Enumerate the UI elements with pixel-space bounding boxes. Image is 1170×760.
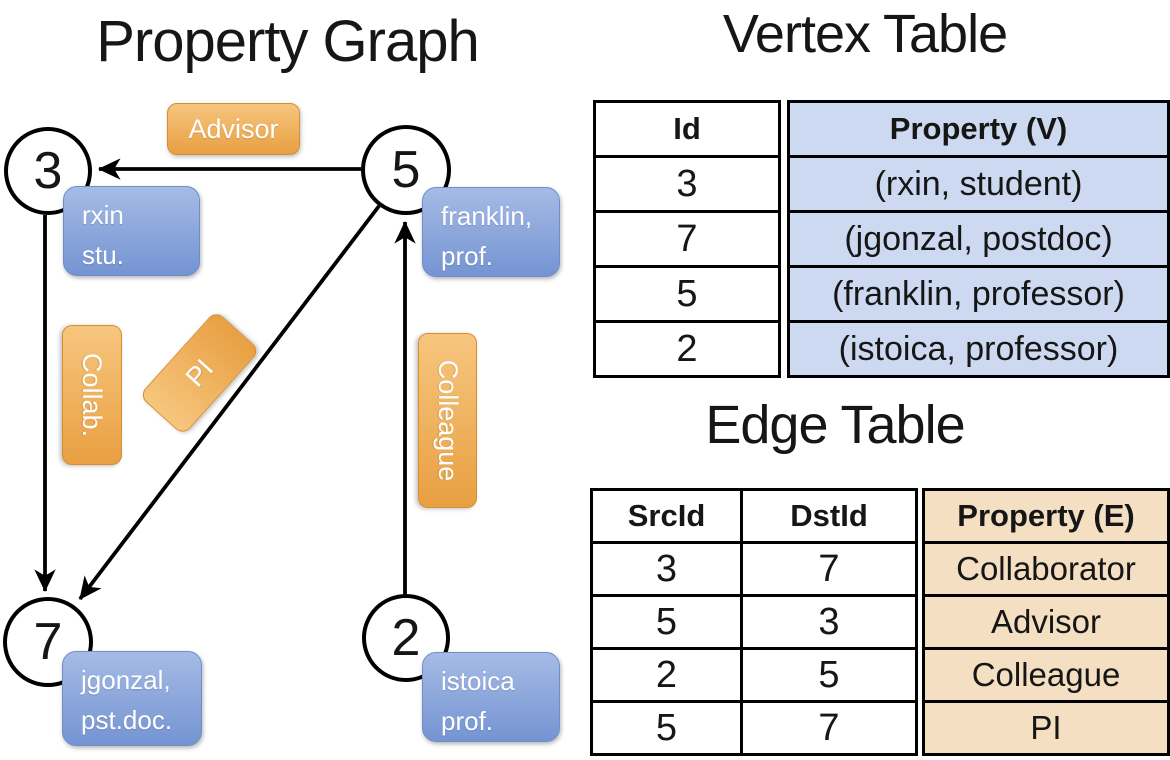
vertex-id-cell: 3 (593, 155, 781, 213)
edge-dstid-header: DstId (740, 488, 918, 544)
vertex-property-3-line1: rxin (82, 200, 124, 230)
edge-table-title: Edge Table (705, 395, 965, 455)
edge-property-cell: Colleague (922, 647, 1170, 703)
table-row: Colleague (922, 647, 1170, 703)
vertex-table-title: Vertex Table (722, 4, 1008, 64)
table-row: 3 (593, 155, 781, 213)
edge-table-property-column: Property (E) Collaborator Advisor Collea… (922, 488, 1170, 756)
vertex-table-id-column: Id 3 7 5 2 (593, 100, 781, 378)
vertex-property-box-5: franklin, prof. (422, 187, 560, 277)
table-row: 3 7 (590, 541, 918, 597)
edge-table-id-columns: SrcId DstId 3 7 5 3 2 5 5 7 (590, 488, 918, 756)
table-row: (rxin, student) (787, 155, 1170, 213)
vertex-property-box-3: rxin stu. (63, 186, 200, 276)
node-5-id: 5 (391, 141, 421, 199)
edge-srcid-cell: 5 (590, 700, 743, 756)
table-row: Advisor (922, 594, 1170, 650)
table-row: (franklin, professor) (787, 265, 1170, 323)
table-row: 2 5 (590, 647, 918, 703)
table-row: PI (922, 700, 1170, 756)
edge-pi-5-to-7 (78, 204, 381, 601)
edge-srcid-cell: 5 (590, 594, 743, 650)
table-row: (istoica, professor) (787, 320, 1170, 378)
edge-srcid-cell: 3 (590, 541, 743, 597)
edge-label-advisor: Advisor (167, 103, 300, 155)
vertex-property-5-line2: prof. (441, 241, 494, 272)
table-row: 7 (593, 210, 781, 268)
edge-property-cell: Advisor (922, 594, 1170, 650)
graph-edges-layer (34, 158, 416, 601)
vertex-node-5: 5 (361, 125, 451, 215)
table-row: 5 3 (590, 594, 918, 650)
vertex-property-7-line2: pst.doc. (81, 705, 173, 736)
edge-dstid-cell: 5 (740, 647, 918, 703)
vertex-property-5-line1: franklin, (441, 201, 533, 231)
edge-property-cell: Collaborator (922, 541, 1170, 597)
edge-property-header: Property (E) (922, 488, 1170, 544)
node-7-id: 7 (33, 613, 63, 671)
vertex-property-header: Property (V) (787, 100, 1170, 158)
node-3-id: 3 (33, 142, 63, 200)
vertex-id-cell: 7 (593, 210, 781, 268)
vertex-property-7-line1: jgonzal, (81, 665, 171, 695)
vertex-property-cell: (franklin, professor) (787, 265, 1170, 323)
vertex-property-3-line2: stu. (82, 240, 124, 271)
edge-dstid-cell: 7 (740, 541, 918, 597)
edge-dstid-cell: 3 (740, 594, 918, 650)
vertex-property-box-7: jgonzal, pst.doc. (62, 651, 202, 746)
vertex-node-2: 2 (362, 594, 450, 682)
vertex-property-cell: (istoica, professor) (787, 320, 1170, 378)
edge-srcid-header: SrcId (590, 488, 743, 544)
vertex-property-2-line2: prof. (441, 706, 494, 737)
edge-srcid-cell: 2 (590, 647, 743, 703)
vertex-id-cell: 5 (593, 265, 781, 323)
edge-label-collab: Collab. (62, 325, 122, 465)
edge-label-colleague: Colleague (418, 333, 477, 508)
table-row: (jgonzal, postdoc) (787, 210, 1170, 268)
vertex-property-box-2: istoica prof. (422, 652, 560, 742)
vertex-property-2-line1: istoica (441, 666, 515, 696)
table-row: 5 7 (590, 700, 918, 756)
vertex-id-header: Id (593, 100, 781, 158)
property-graph-title: Property Graph (96, 9, 480, 74)
table-row: Collaborator (922, 541, 1170, 597)
vertex-property-cell: (rxin, student) (787, 155, 1170, 213)
vertex-property-cell: (jgonzal, postdoc) (787, 210, 1170, 268)
table-row: 2 (593, 320, 781, 378)
edge-property-cell: PI (922, 700, 1170, 756)
node-2-id: 2 (391, 609, 421, 667)
table-row: 5 (593, 265, 781, 323)
vertex-id-cell: 2 (593, 320, 781, 378)
vertex-table-property-column: Property (V) (rxin, student) (jgonzal, p… (787, 100, 1170, 378)
edge-dstid-cell: 7 (740, 700, 918, 756)
